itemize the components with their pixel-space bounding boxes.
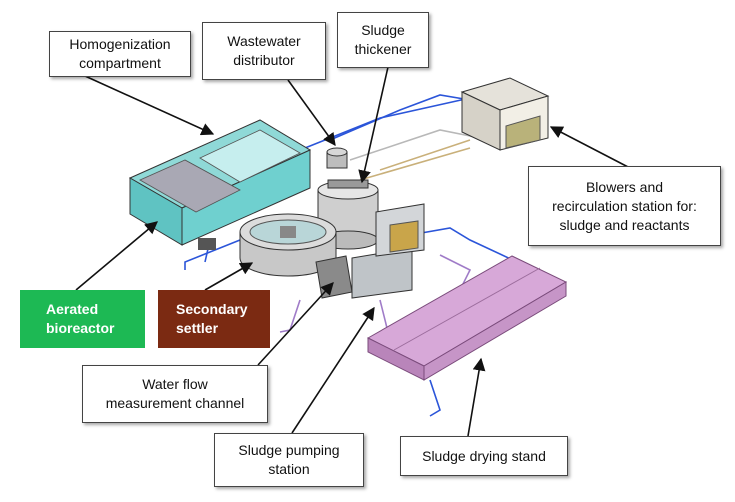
flow-channel [315,255,353,299]
callout-arrows [75,66,631,437]
bioreactor-tank [128,119,312,250]
secondary-settler [239,213,337,277]
label-sludge-drying-stand: Sludge drying stand [400,436,568,476]
drying-stand [366,255,568,381]
blower-building [460,77,550,151]
sludge-thickener [317,179,379,250]
wastewater-distributor [326,147,348,169]
pumping-station [351,203,425,299]
